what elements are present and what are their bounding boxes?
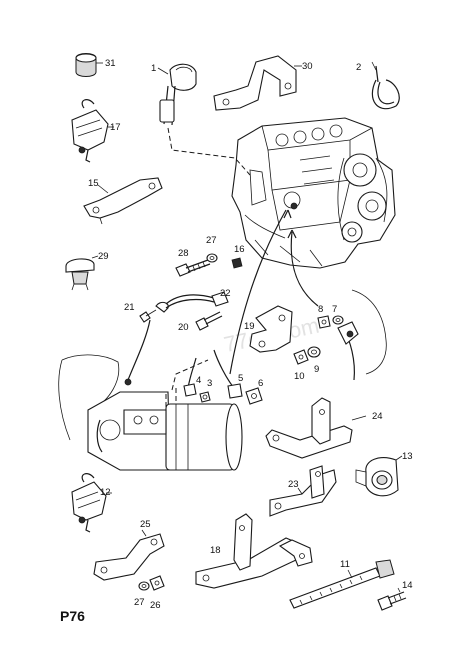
part-17-clip: 17 — [71, 99, 121, 163]
part-18-bracket: 18 — [195, 513, 313, 589]
callout-29: 29 — [98, 251, 109, 262]
callout-21: 21 — [124, 302, 135, 313]
callout-20: 20 — [178, 322, 189, 333]
callout-11: 11 — [340, 559, 350, 570]
part-5-terminal: 5 — [213, 349, 243, 399]
part-14-bolt: 14 — [377, 580, 413, 611]
part-21-bolt: 21 — [124, 302, 157, 323]
callout-14: 14 — [402, 580, 413, 591]
callout-31: 31 — [105, 58, 116, 69]
callout-26: 26 — [150, 600, 161, 611]
callout-7: 7 — [332, 304, 337, 315]
callout-28: 28 — [178, 248, 189, 259]
callout-2: 2 — [356, 62, 361, 73]
callout-24: 24 — [372, 411, 383, 422]
part-16-nut: 16 — [231, 244, 245, 269]
callout-6: 6 — [258, 378, 263, 389]
arrow-to-engine-right — [290, 231, 319, 307]
part-4-terminal: 4 — [183, 357, 201, 397]
part-31-cap: 31 — [75, 53, 116, 77]
arrowhead-right — [287, 229, 297, 239]
callout-1: 1 — [151, 63, 156, 74]
callout-22: 22 — [220, 288, 231, 299]
dashed-leader-starter — [171, 359, 209, 391]
arrowhead-left — [283, 209, 292, 219]
callout-4: 4 — [196, 375, 201, 386]
part-19-bracket: 19 — [244, 305, 293, 353]
callout-5: 5 — [238, 373, 243, 384]
engine-assembly — [231, 117, 396, 269]
callout-23: 23 — [288, 479, 299, 490]
part-6-nut: 6 — [245, 378, 263, 405]
part-11-cable-tie: 11 — [289, 559, 395, 609]
callout-8: 8 — [318, 304, 323, 315]
part-8-nut: 8 — [317, 304, 331, 329]
page-reference: P76 — [60, 608, 85, 624]
part-9-washer: 9 — [307, 346, 321, 375]
starter-cable — [127, 319, 151, 381]
callout-15: 15 — [88, 178, 99, 189]
engine-side-cover — [337, 289, 387, 381]
callout-19: 19 — [244, 321, 255, 332]
part-25-bracket: 25 — [93, 519, 165, 581]
callout-10: 10 — [294, 371, 305, 382]
part-7-washer: 7 — [332, 304, 344, 325]
callout-17: 17 — [110, 122, 121, 133]
part-3-nut: 3 — [199, 378, 212, 403]
part-30-bracket: 30 — [213, 55, 313, 111]
callout-25: 25 — [140, 519, 151, 530]
part-29-plug: 29 — [65, 251, 109, 291]
callout-9: 9 — [314, 364, 319, 375]
part-2-strap-clip: 2 — [356, 61, 400, 110]
part-24-bracket: 24 — [265, 397, 383, 459]
starter-terminal — [124, 378, 132, 386]
callout-13: 13 — [402, 451, 413, 462]
callout-3: 3 — [207, 378, 212, 389]
callout-16: 16 — [234, 244, 245, 255]
part-13-grommet: 13 — [355, 451, 413, 497]
callout-27-bottom: 27 — [134, 597, 145, 608]
callout-27-top: 27 — [206, 235, 217, 246]
part-28-bolt: 28 — [175, 248, 211, 277]
part-1-battery-cable: 1 — [151, 63, 251, 176]
arrow-to-engine-left — [229, 209, 287, 375]
part-10-nut: 10 — [293, 349, 309, 382]
part-22-ground-strap: 22 — [155, 288, 231, 313]
part-27-washer-top: 27 — [206, 235, 218, 263]
part-26-nut: 26 — [149, 575, 165, 611]
part-20-bolt: 20 — [178, 311, 223, 333]
callout-18: 18 — [210, 545, 221, 556]
part-23-bracket: 23 — [269, 465, 337, 517]
part-15-bracket: 15 — [83, 177, 163, 225]
part-12-clip: 12 — [71, 473, 112, 533]
starter-motor — [58, 354, 243, 471]
part-27-washer-bottom: 27 — [134, 581, 150, 608]
callout-30: 30 — [302, 61, 313, 72]
callout-12: 12 — [100, 487, 111, 498]
